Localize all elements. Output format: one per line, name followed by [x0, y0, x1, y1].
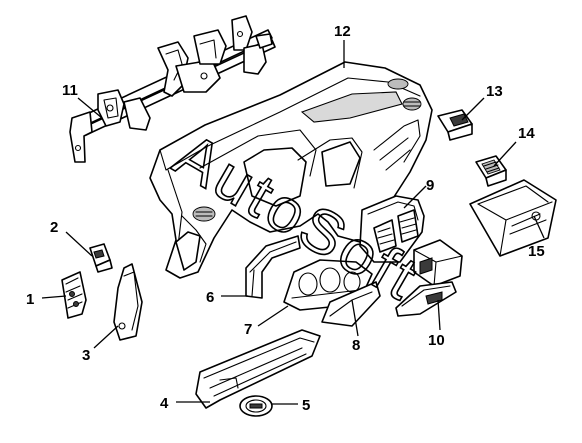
radio-unit	[413, 239, 463, 287]
leader-9	[403, 185, 427, 209]
callout-labels: 1 2 3 4 5 6 7 8 9 10 11 12 13 14 15	[26, 23, 545, 414]
leader-1	[41, 295, 67, 299]
leader-3	[93, 325, 119, 349]
part-6-cluster-hood	[245, 235, 301, 299]
leader-7	[257, 305, 289, 327]
callout-5: 5	[302, 397, 310, 414]
callout-13: 13	[486, 83, 503, 100]
leader-11	[77, 97, 103, 119]
leader-8	[351, 299, 359, 337]
part-2-switch	[89, 243, 113, 273]
callout-10: 10	[428, 332, 445, 349]
leader-10	[437, 299, 441, 331]
callout-4: 4	[160, 395, 169, 412]
callout-7: 7	[244, 321, 252, 338]
part-14-vent	[475, 155, 507, 187]
part-5-round-bezel	[239, 395, 273, 417]
leader-15	[533, 215, 545, 239]
callout-15: 15	[528, 243, 545, 260]
leader-lines	[41, 40, 545, 405]
callout-14: 14	[518, 125, 535, 142]
part-13-vent	[437, 109, 473, 141]
callout-12: 12	[334, 23, 351, 40]
part-1-switch-assembly	[61, 271, 87, 319]
callout-6: 6	[206, 289, 214, 306]
leader-2	[65, 231, 93, 257]
callout-1: 1	[26, 291, 34, 308]
part-4-knee-panel	[195, 329, 321, 409]
callout-2: 2	[50, 219, 58, 236]
callout-9: 9	[426, 177, 434, 194]
part-11-support-beam	[69, 15, 276, 163]
leader-13	[461, 97, 485, 121]
callout-3: 3	[82, 347, 90, 364]
callout-11: 11	[62, 82, 78, 99]
part-3-side-trim	[113, 263, 143, 341]
callout-8: 8	[352, 337, 360, 354]
leader-14	[493, 141, 517, 167]
part-9-center-bezel	[359, 195, 425, 263]
part-15-glove-box	[469, 179, 557, 257]
